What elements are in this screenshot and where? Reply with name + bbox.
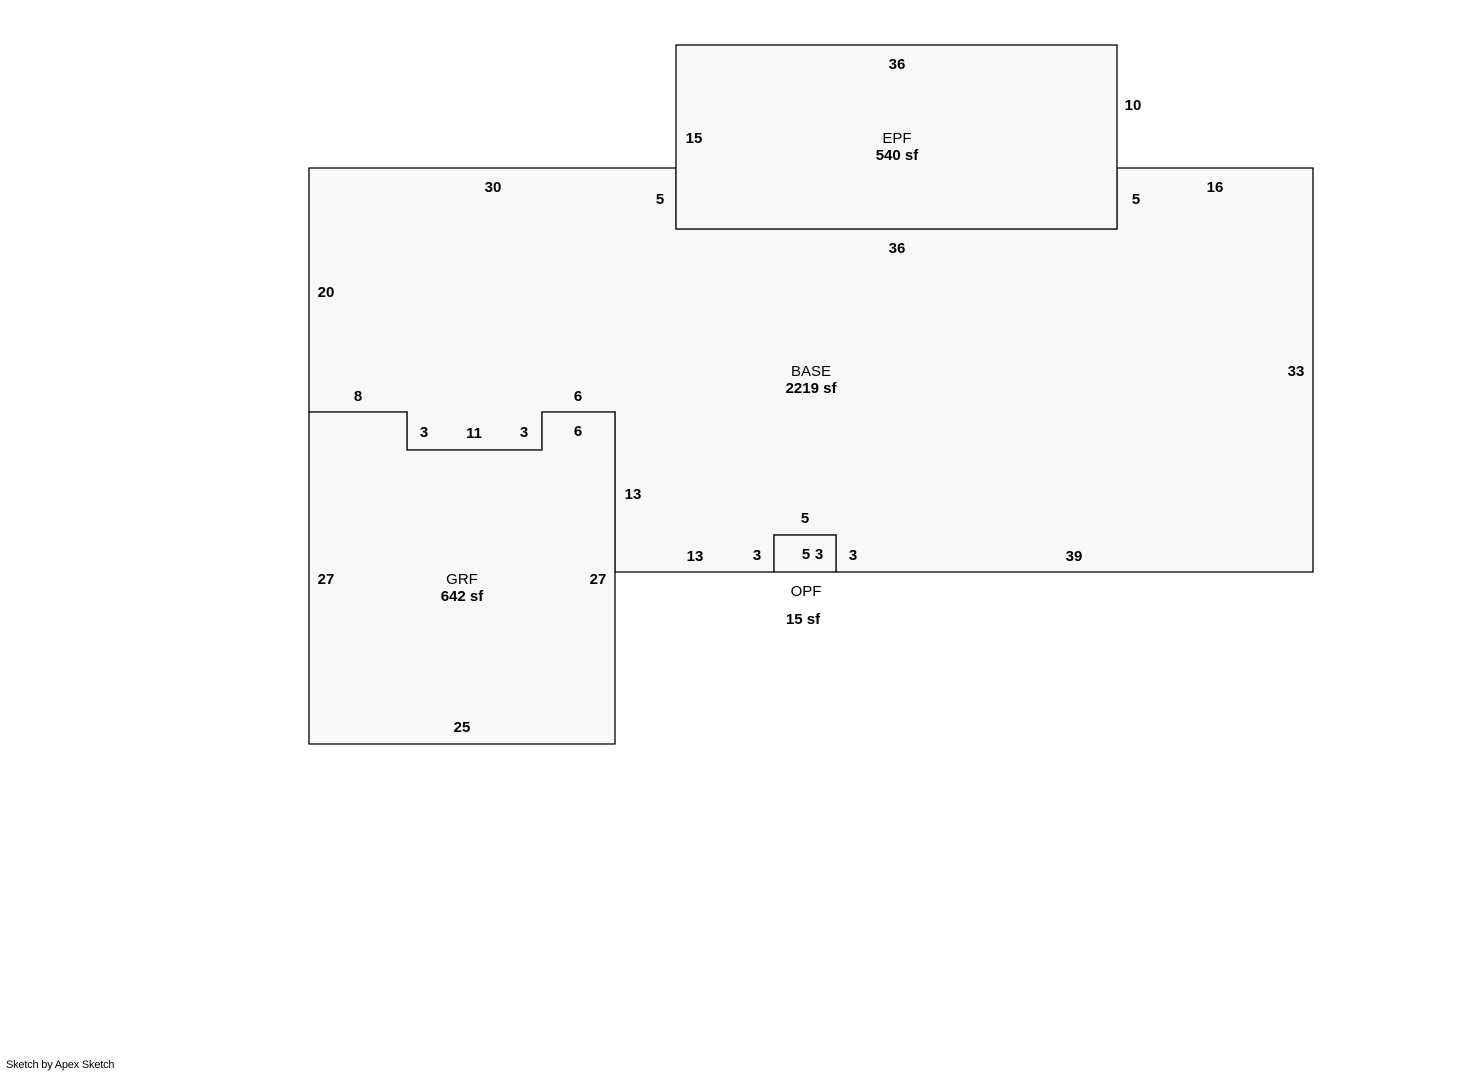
dim-grf-notch-bottom: 11	[466, 425, 482, 442]
dim-epf-top: 36	[889, 56, 906, 73]
dim-grf-notch-left: 3	[420, 424, 428, 441]
dim-epf-bottom: 36	[889, 240, 906, 257]
epf-area-outline	[675, 44, 1118, 230]
dim-base-step-left: 5	[656, 191, 664, 208]
dim-opf-right: 3	[849, 547, 857, 564]
dim-grf-bottom: 25	[454, 719, 471, 736]
dim-grf-top-right-inner: 6	[574, 423, 582, 440]
dim-base-inner-right: 13	[625, 486, 642, 503]
dim-base-top-right: 16	[1207, 179, 1224, 196]
dim-base-step-right: 5	[1132, 191, 1140, 208]
dim-base-bottom-left: 13	[687, 548, 704, 565]
epf-size: 540 sf	[876, 147, 920, 164]
dim-epf-left: 15	[686, 130, 703, 147]
dim-opf-top: 5	[801, 510, 809, 527]
dim-opf-inner-bottom: 5	[802, 546, 810, 563]
dim-opf-left: 3	[753, 547, 761, 564]
grf-label: GRF	[446, 571, 478, 588]
opf-size: 15 sf	[786, 611, 821, 628]
grf-size: 642 sf	[441, 588, 485, 605]
dim-base-right: 33	[1288, 363, 1305, 380]
dim-grf-right: 27	[590, 571, 607, 588]
dim-opf-inner-right: 3	[815, 546, 823, 563]
base-size: 2219 sf	[786, 380, 838, 397]
base-label: BASE	[791, 363, 831, 380]
dim-grf-top-right-outer: 6	[574, 388, 582, 405]
dim-base-bottom-right: 39	[1066, 548, 1083, 565]
dim-grf-left: 27	[318, 571, 335, 588]
opf-area-outline	[773, 534, 837, 573]
dim-grf-top-left: 8	[354, 388, 362, 405]
sketch-credit: Sketch by Apex Sketch	[6, 1059, 115, 1071]
epf-label: EPF	[882, 130, 911, 147]
dim-grf-notch-right: 3	[520, 424, 528, 441]
dim-base-top-left: 30	[485, 179, 502, 196]
dim-epf-right: 10	[1125, 97, 1142, 114]
grf-area-outline	[308, 411, 616, 745]
dim-base-left: 20	[318, 284, 335, 301]
opf-label: OPF	[791, 583, 822, 600]
